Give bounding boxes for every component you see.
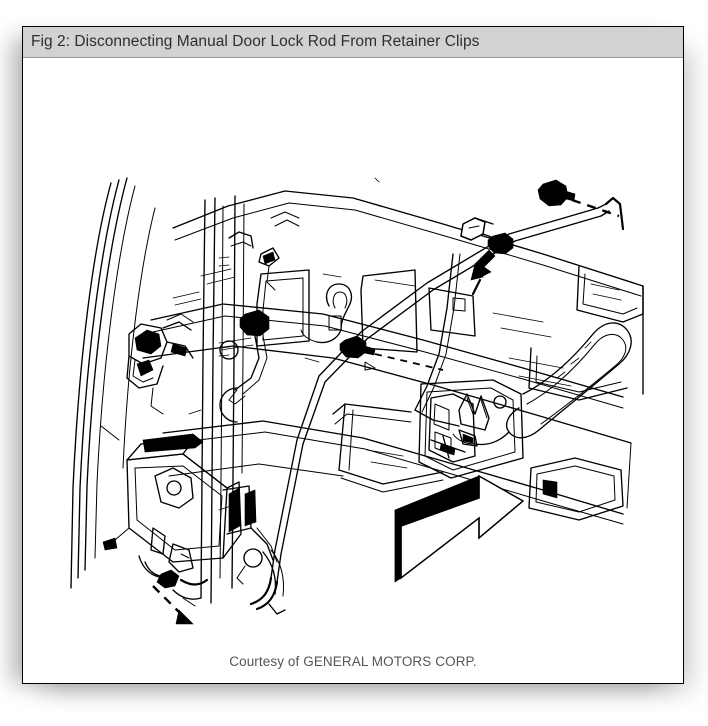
door-frame-pillar xyxy=(70,177,156,589)
inside-door-handle xyxy=(452,322,632,446)
retainer-clip-upper xyxy=(537,179,576,207)
leader-clip-upper xyxy=(571,198,620,218)
panel-shading-ticks xyxy=(172,268,572,387)
arrow-clip-detach xyxy=(470,249,496,296)
door-lock-rod-diagram xyxy=(70,177,644,625)
arrow-latch-detach xyxy=(152,585,194,625)
door-latch-assembly xyxy=(100,425,242,607)
retainer-clip-mid-upper xyxy=(487,232,514,255)
leader-clip-mid xyxy=(364,353,444,371)
window-regulator-assembly xyxy=(418,379,524,479)
retainer-clip-pillar xyxy=(228,309,270,405)
misc-detail-lines xyxy=(188,177,380,511)
latch-mount-bracket xyxy=(222,485,278,563)
rod-end-bracket xyxy=(460,217,498,241)
figure-body: Courtesy of GENERAL MOTORS CORP. xyxy=(23,58,683,683)
lock-cylinder-loop xyxy=(300,283,353,344)
lower-right-cutout xyxy=(528,457,624,521)
figure-title: Fig 2: Disconnecting Manual Door Lock Ro… xyxy=(31,33,480,50)
secondary-linkage-rod xyxy=(414,253,461,427)
lower-panel-trim xyxy=(332,403,444,493)
arrow-direction-main xyxy=(394,474,525,583)
figure-frame: Fig 2: Disconnecting Manual Door Lock Ro… xyxy=(22,26,684,684)
upper-right-panel-details xyxy=(528,265,644,401)
figure-titlebar: Fig 2: Disconnecting Manual Door Lock Ro… xyxy=(23,27,683,58)
lower-linkage xyxy=(236,548,286,615)
center-door-pillar xyxy=(200,195,245,604)
retainer-clip-mid xyxy=(339,335,376,359)
pillar-hook-detail xyxy=(228,231,254,249)
figure-caption: Courtesy of GENERAL MOTORS CORP. xyxy=(229,654,477,669)
bellcrank-cluster xyxy=(126,313,194,415)
